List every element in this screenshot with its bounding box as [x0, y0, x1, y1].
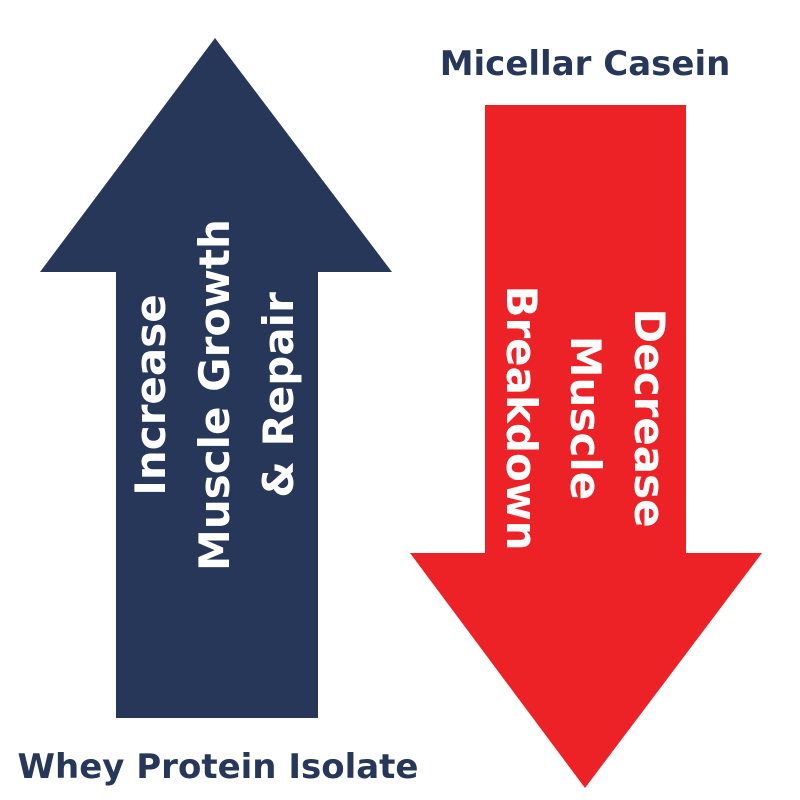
down-arrow-text: Decrease Muscle Breakdown [497, 285, 674, 550]
up-arrow-text: Increase Muscle Growth & Repair [126, 219, 303, 571]
up-arrow-line-2: Muscle Growth [190, 219, 239, 571]
up-arrow-line-3: & Repair [254, 292, 303, 498]
up-arrow [40, 38, 392, 718]
up-arrow-line-1: Increase [126, 294, 175, 495]
down-arrow-line-1: Decrease [625, 308, 674, 527]
whey-protein-isolate-label: Whey Protein Isolate [18, 747, 419, 787]
down-arrow-line-3: Breakdown [497, 285, 546, 550]
micellar-casein-label: Micellar Casein [440, 44, 731, 84]
down-arrow [410, 105, 762, 788]
down-arrow-line-2: Muscle [561, 336, 610, 500]
